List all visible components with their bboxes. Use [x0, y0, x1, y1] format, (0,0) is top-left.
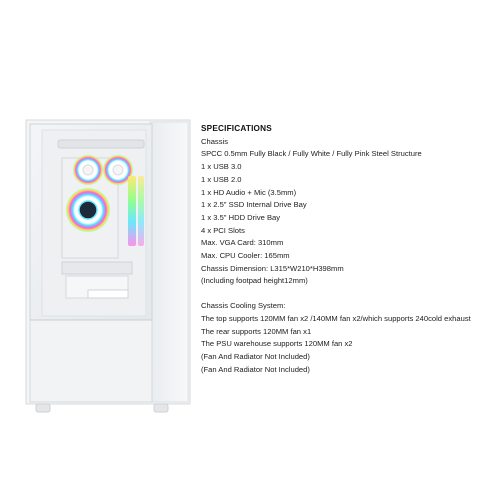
- spec-line: Max. CPU Cooler: 165mm: [201, 251, 290, 261]
- spec-line: 1 x USB 3.0: [201, 162, 242, 172]
- spec-line: Max. VGA Card: 310mm: [201, 238, 284, 248]
- cpu-cooler-fan: [66, 188, 110, 232]
- front-rgb-strips: [128, 176, 144, 246]
- front-foot: [35, 403, 51, 413]
- pc-case-image: [25, 119, 191, 413]
- spec-line: Chassis: [201, 136, 229, 146]
- cooling-line: (Fan And Radiator Not Included): [201, 364, 310, 374]
- specifications-panel: SPECIFICATIONS Chassis SPCC 0.5mm Fully …: [201, 123, 497, 376]
- rear-foot: [153, 403, 169, 413]
- spec-line: 1 x USB 2.0: [201, 174, 242, 184]
- spec-line: 1 x 2.5" SSD Internal Drive Bay: [201, 200, 307, 210]
- specifications-title: SPECIFICATIONS: [201, 124, 272, 133]
- top-fans: [73, 155, 133, 185]
- cooling-line: (Fan And Radiator Not Included): [201, 351, 310, 361]
- spec-line: 1 x 3.5" HDD Drive Bay: [201, 212, 281, 222]
- spec-line: 4 x PCI Slots: [201, 225, 245, 235]
- spec-line: (Including footpad height12mm): [201, 276, 308, 286]
- cooling-line: The top supports 120MM fan x2 /140MM fan…: [201, 313, 471, 323]
- cooling-line: The PSU warehouse supports 120MM fan x2: [201, 339, 353, 349]
- cooling-line: Chassis Cooling System:: [201, 301, 286, 311]
- spec-line: SPCC 0.5mm Fully Black / Fully White / F…: [201, 149, 422, 159]
- psu-shroud: [29, 319, 153, 403]
- spec-line: 1 x HD Audio + Mic (3.5mm): [201, 187, 297, 197]
- cooling-line: The rear supports 120MM fan x1: [201, 326, 312, 336]
- front-panel: [149, 121, 189, 403]
- spec-line: Chassis Dimension: L315*W210*H398mm: [201, 263, 344, 273]
